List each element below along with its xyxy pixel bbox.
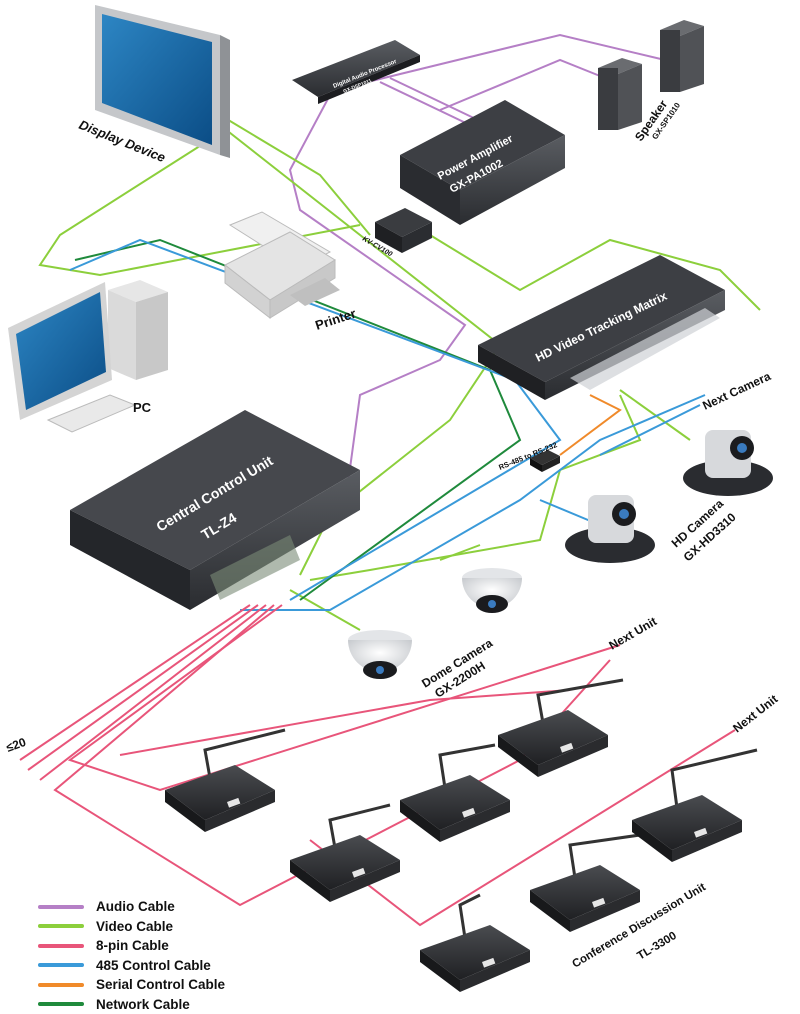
video-cable xyxy=(619,389,691,441)
dsp-device: Digital Audio Processor GX-DSP1011 xyxy=(292,40,420,104)
legend-swatch xyxy=(38,963,84,968)
pc-label: PC xyxy=(133,400,152,415)
discussion-units xyxy=(165,678,758,992)
legend-swatch xyxy=(38,1002,84,1007)
discussion-unit xyxy=(498,678,624,777)
discussion-unit xyxy=(632,748,758,862)
audio-cable xyxy=(354,33,666,86)
discussion-unit-model-label: TL-3300 xyxy=(635,930,678,963)
discussion-unit xyxy=(530,833,641,932)
converter-device xyxy=(375,208,432,253)
serial-cable xyxy=(559,394,622,456)
speaker-left xyxy=(598,58,642,130)
discussion-unit xyxy=(290,803,400,902)
legend-item-network: Network Cable xyxy=(38,995,298,1014)
cable-legend: Audio Cable Video Cable 8-pin Cable 485 … xyxy=(38,897,298,1014)
audio-cable xyxy=(379,81,471,126)
legend-swatch xyxy=(38,943,84,948)
legend-label: Network Cable xyxy=(96,996,190,1012)
legend-item-485: 485 Control Cable xyxy=(38,956,298,976)
legend-label: 8-pin Cable xyxy=(96,938,169,954)
legend-label: Serial Control Cable xyxy=(96,977,226,993)
printer-device xyxy=(224,211,340,320)
next-unit-label-2: Next Unit xyxy=(730,692,780,735)
legend-swatch xyxy=(38,982,84,987)
legend-label: Video Cable xyxy=(96,918,174,934)
hd-camera-2 xyxy=(565,495,655,563)
video-cable xyxy=(429,234,761,311)
dome-camera-2 xyxy=(348,630,412,679)
max-units-label: ≤20 xyxy=(4,735,28,755)
eight-pin-cable xyxy=(67,604,621,792)
central-control-unit: Central Control Unit TL-Z4 xyxy=(70,410,360,610)
power-amplifier: Power Amplifier GX-PA1002 xyxy=(400,100,565,225)
discussion-unit xyxy=(165,728,286,832)
audio-cable xyxy=(389,77,479,121)
next-unit-label-1: Next Unit xyxy=(607,614,660,652)
tracking-matrix: HD Video Tracking Matrix xyxy=(478,255,725,400)
audio-cable xyxy=(288,94,467,506)
video-cable xyxy=(219,114,371,236)
video-cable xyxy=(219,124,502,576)
speaker-right xyxy=(660,20,704,92)
control-485-cable xyxy=(240,394,706,611)
hd-camera-1 xyxy=(683,430,773,496)
legend-item-8pin: 8-pin Cable xyxy=(38,936,298,956)
display-device xyxy=(95,5,230,158)
rs485-converter xyxy=(530,450,560,472)
legend-label: 485 Control Cable xyxy=(96,957,211,973)
eight-pin-cable xyxy=(27,604,259,771)
legend-item-serial: Serial Control Cable xyxy=(38,975,298,995)
control-485-cable xyxy=(599,404,701,456)
eight-pin-cable xyxy=(19,604,251,761)
eight-pin-cable xyxy=(119,689,571,756)
eight-pin-cable xyxy=(39,604,267,781)
video-cable xyxy=(439,544,481,561)
legend-item-video: Video Cable xyxy=(38,917,298,937)
discussion-unit xyxy=(400,743,510,842)
legend-item-audio: Audio Cable xyxy=(38,897,298,917)
legend-swatch xyxy=(38,924,84,929)
dome-camera-1 xyxy=(462,568,522,613)
pc-device xyxy=(8,280,168,433)
discussion-unit xyxy=(420,893,530,992)
legend-swatch xyxy=(38,904,84,909)
next-camera-label: Next Camera xyxy=(700,369,773,413)
legend-label: Audio Cable xyxy=(96,899,175,915)
audio-cable xyxy=(439,58,611,111)
